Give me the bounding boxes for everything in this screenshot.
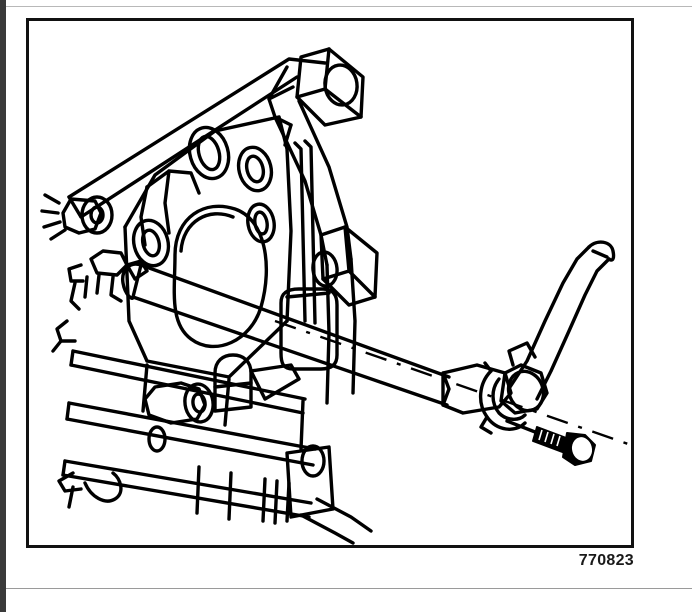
shaft-collar-body [441,363,513,415]
shelf-rail-2-bottom [65,417,315,467]
web-rib-crease [163,169,171,235]
case-upper-flange-edge [67,57,327,199]
right-column-right-edge [303,139,317,325]
shelf-rail-3-top [63,459,313,505]
shift-lever-tip-crease [591,249,609,259]
shelf-rail-2-cap [65,401,71,421]
upper-rib-left [267,65,293,127]
clamp-bolt-head-face-group [569,435,595,463]
lever-clamp-lug-upper [483,361,493,373]
control-shaft-top-edge [139,263,451,379]
bolt-boss-4-bore [140,228,162,258]
page-left-gutter [0,0,6,612]
shelf-cylinder-face [183,382,215,424]
figure-number-caption: 770823 [578,552,634,569]
small-bracket-prong-2 [69,281,81,311]
shaft-centerline [274,319,631,447]
small-bracket-block-1 [89,249,129,277]
housing-right-rim [277,115,293,323]
lower-left-curl [83,471,123,503]
housing-main-bore-inner-arc [179,212,235,253]
bolt-boss-1-outer [187,125,231,181]
left-stub-fin-1 [43,193,61,205]
shelf-rail-1-cap [69,349,75,367]
lever-clamp-inner [491,377,527,421]
control-shaft-left-cap [131,263,143,299]
page-top-rule [6,6,692,7]
clamp-bolt-head-face [569,435,595,463]
shelf-rail-3-cap [61,459,67,477]
left-stub-boss-outline [61,197,103,235]
shift-lever-knuckle-face [506,369,546,413]
lever-clamp-lug-lower [479,415,493,435]
mid-left-hook [55,319,77,343]
page-bottom-rule [6,588,692,589]
shelf-upright-block-band [213,381,253,389]
illustration-linework [40,47,631,545]
underside-fin-4 [273,479,279,525]
case-skirt-edge [315,497,373,533]
small-bracket-prong-3 [83,275,89,299]
shelf-rail-1-top [71,349,307,401]
shelf-eyelet-right [300,444,326,478]
upper-rib-crease [267,85,295,101]
shaft-collar-left-face [441,371,451,407]
upper-right-boss-bore [323,63,359,107]
shelf-riser-right [299,399,305,451]
shelf-eyelet-left [147,425,167,453]
upper-right-boss-edge-2 [323,87,363,119]
technical-illustration: Line drawing of a transmission case with… [40,47,631,545]
small-bracket-prong-4 [95,273,101,295]
shelf-rail-2-top [67,401,317,451]
small-bracket-block-2 [125,259,149,281]
left-stub-fin-4 [49,228,67,241]
housing-top-rim [123,115,281,229]
small-bracket-prong-5 [109,275,123,303]
left-stub-boss-bore [89,205,105,225]
center-pad-highlight [285,291,331,299]
figure-container: Line drawing of a transmission case with… [26,18,634,548]
shift-lever-web [507,341,537,367]
shelf-cylinder-body [143,381,207,425]
left-stub-fin-3 [42,220,62,229]
diagonal-arm-right-edge [297,99,353,261]
clamp-bolt-thread-marks [538,429,561,447]
control-shaft-bottom-edge [131,295,449,407]
web-rib-upper [145,169,201,195]
shelf-riser-left [141,363,149,413]
left-stub-fin-2 [40,209,60,215]
housing-bottom-rim [145,319,289,379]
shift-lever-right-edge [535,257,611,401]
case-right-wall-edge [349,257,357,395]
shelf-slant-plate [249,363,301,401]
bolt-boss-2-bore [244,154,266,184]
bolt-boss-3-bore [253,210,269,236]
underside-fin-2 [227,471,233,521]
right-column-left-edge [293,141,307,323]
lower-body-panel [285,445,335,519]
web-rib-left-edge [139,185,149,247]
left-stub-boss-face [80,195,114,235]
control-shaft-left-round [121,262,143,300]
housing-left-rim [123,225,149,363]
bolt-boss-4-outer [131,218,171,268]
underside-fin-3 [261,477,267,523]
underside-fin-1 [195,465,201,515]
bolt-boss-3-outer [246,202,276,244]
shelf-rail-3-bottom [61,473,311,519]
bolt-boss-1-bore [196,134,222,172]
mid-left-hook-tail [51,339,63,353]
case-skirt-edge-2 [299,513,355,545]
bolt-boss-2-outer [236,145,274,193]
shift-lever-tip [587,240,616,262]
shelf-cylinder-bore [191,392,207,414]
lower-left-tail [67,485,75,509]
small-bracket-prong-1 [67,263,85,283]
